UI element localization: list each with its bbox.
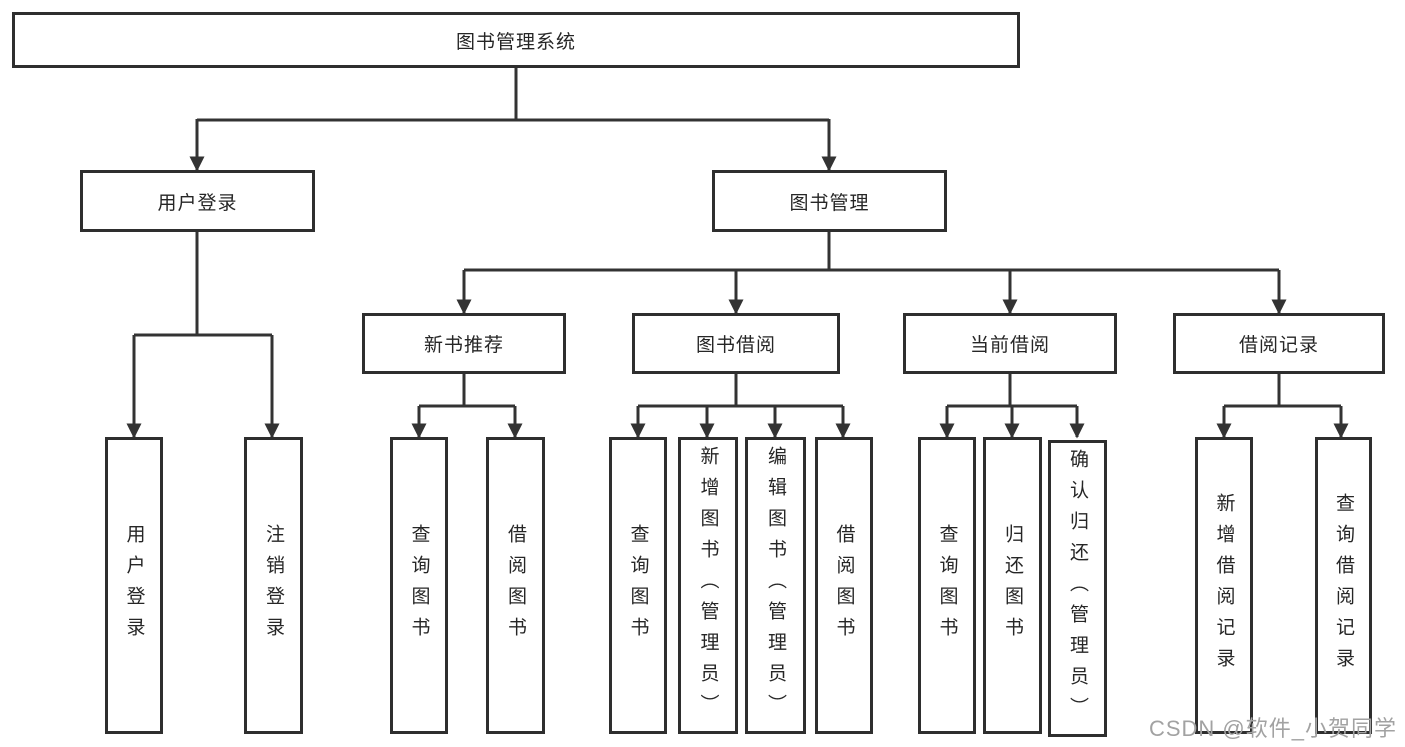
node-label: 查询图书 xyxy=(936,523,958,648)
node-new-book-recommend: 新书推荐 xyxy=(362,313,566,374)
csdn-watermark: CSDN @软件_小贺同学 xyxy=(1148,716,1397,741)
leaf-logout: 注销登录 xyxy=(244,437,303,734)
node-label: 新书推荐 xyxy=(423,335,504,356)
node-label: 借阅图书 xyxy=(505,523,526,648)
node-book-borrow: 图书借阅 xyxy=(632,313,840,374)
node-label: 注销登录 xyxy=(263,523,284,648)
node-label: 查询图书 xyxy=(408,523,430,648)
leaf-edit-book-admin: 编辑图书（管理员） xyxy=(745,437,806,734)
node-label: 借阅图书 xyxy=(833,523,855,648)
node-label: 借阅记录 xyxy=(1238,335,1319,356)
leaf-return-book: 归还图书 xyxy=(983,437,1042,734)
node-label: 查询借阅记录 xyxy=(1333,492,1354,679)
node-label: 图书管理 xyxy=(789,192,870,214)
leaf-borrow-books: 借阅图书 xyxy=(815,437,873,734)
leaf-borrow-books-recommend: 借阅图书 xyxy=(486,437,545,734)
node-label: 用户登录 xyxy=(157,192,238,214)
leaf-query-books-recommend: 查询图书 xyxy=(390,437,448,734)
node-borrow-records: 借阅记录 xyxy=(1173,313,1385,374)
leaf-user-login: 用户登录 xyxy=(105,437,163,734)
node-book-management-system: 图书管理系统 xyxy=(12,12,1020,68)
node-label: 图书管理系统 xyxy=(455,31,576,53)
node-label: 编辑图书（管理员） xyxy=(765,446,786,725)
leaf-query-borrow-record: 查询借阅记录 xyxy=(1315,437,1372,734)
node-label: 查询图书 xyxy=(627,523,649,648)
leaf-confirm-return-admin: 确认归还（管理员） xyxy=(1048,440,1107,737)
node-label: 新增图书（管理员） xyxy=(697,446,719,725)
leaf-query-books-current: 查询图书 xyxy=(918,437,976,734)
node-label: 当前借阅 xyxy=(969,335,1050,356)
leaf-query-books-borrow: 查询图书 xyxy=(609,437,667,734)
node-label: 用户登录 xyxy=(123,523,145,648)
node-book-management: 图书管理 xyxy=(712,170,947,232)
node-label: 图书借阅 xyxy=(695,335,776,356)
node-label: 新增借阅记录 xyxy=(1213,492,1235,679)
node-label: 归还图书 xyxy=(1002,523,1023,648)
node-label: 确认归还（管理员） xyxy=(1067,449,1088,728)
node-user-login: 用户登录 xyxy=(80,170,315,232)
leaf-add-borrow-record: 新增借阅记录 xyxy=(1195,437,1253,734)
leaf-add-book-admin: 新增图书（管理员） xyxy=(678,437,738,734)
node-current-borrow: 当前借阅 xyxy=(903,313,1117,374)
